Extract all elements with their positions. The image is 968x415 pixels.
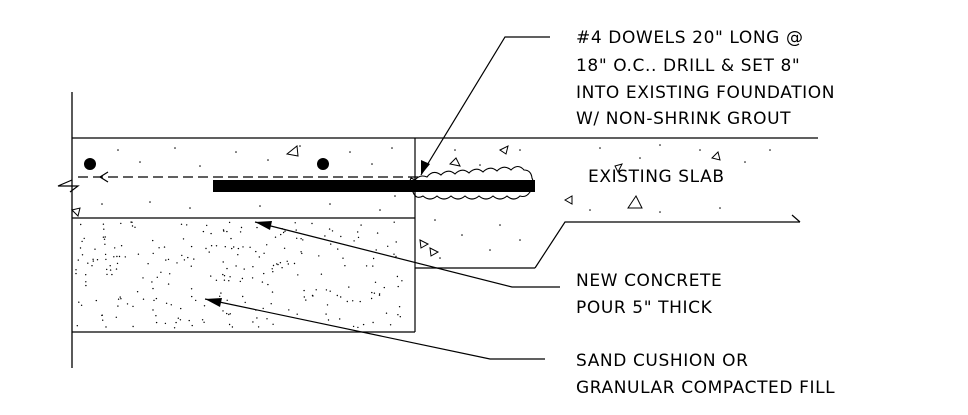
new-concrete-slab	[72, 137, 416, 332]
existing-slab-label: EXISTING SLAB	[588, 167, 725, 187]
dowel-note: #4 DOWELS 20" LONG @ 18" O.C.. DRILL & S…	[576, 28, 841, 129]
existing-slab-stipple	[434, 144, 771, 259]
leader-sand-cushion	[204, 298, 545, 360]
existing-slab	[415, 137, 818, 269]
sand-stipple	[75, 221, 403, 329]
rebar-dot	[317, 158, 329, 170]
sand-cushion-note: SAND CUSHION OR GRANULAR COMPACTED FILL	[576, 351, 835, 398]
dowel-bar	[213, 180, 535, 192]
dowel-note-line: INTO EXISTING FOUNDATION	[576, 83, 835, 103]
concrete-stipple	[101, 145, 396, 211]
grout-cloud	[408, 165, 535, 200]
sand-cushion-note-line: SAND CUSHION OR	[576, 351, 749, 371]
new-concrete-note: NEW CONCRETE POUR 5" THICK	[576, 271, 728, 318]
dowel-note-line: #4 DOWELS 20" LONG @	[576, 28, 804, 48]
aggregate-marks	[71, 145, 721, 257]
leader-new-concrete	[254, 221, 560, 288]
new-concrete-note-line: NEW CONCRETE	[576, 271, 722, 291]
sand-cushion-note-line: GRANULAR COMPACTED FILL	[576, 378, 835, 398]
dowel-note-line: W/ NON-SHRINK GROUT	[576, 109, 791, 129]
new-concrete-note-line: POUR 5" THICK	[576, 298, 713, 318]
break-line	[57, 179, 80, 193]
dowel-note-line: 18" O.C.. DRILL & SET 8"	[576, 56, 800, 76]
rebar-dot	[84, 158, 96, 170]
leader-dowels	[420, 36, 550, 176]
reinforcement-arrow	[98, 171, 109, 183]
